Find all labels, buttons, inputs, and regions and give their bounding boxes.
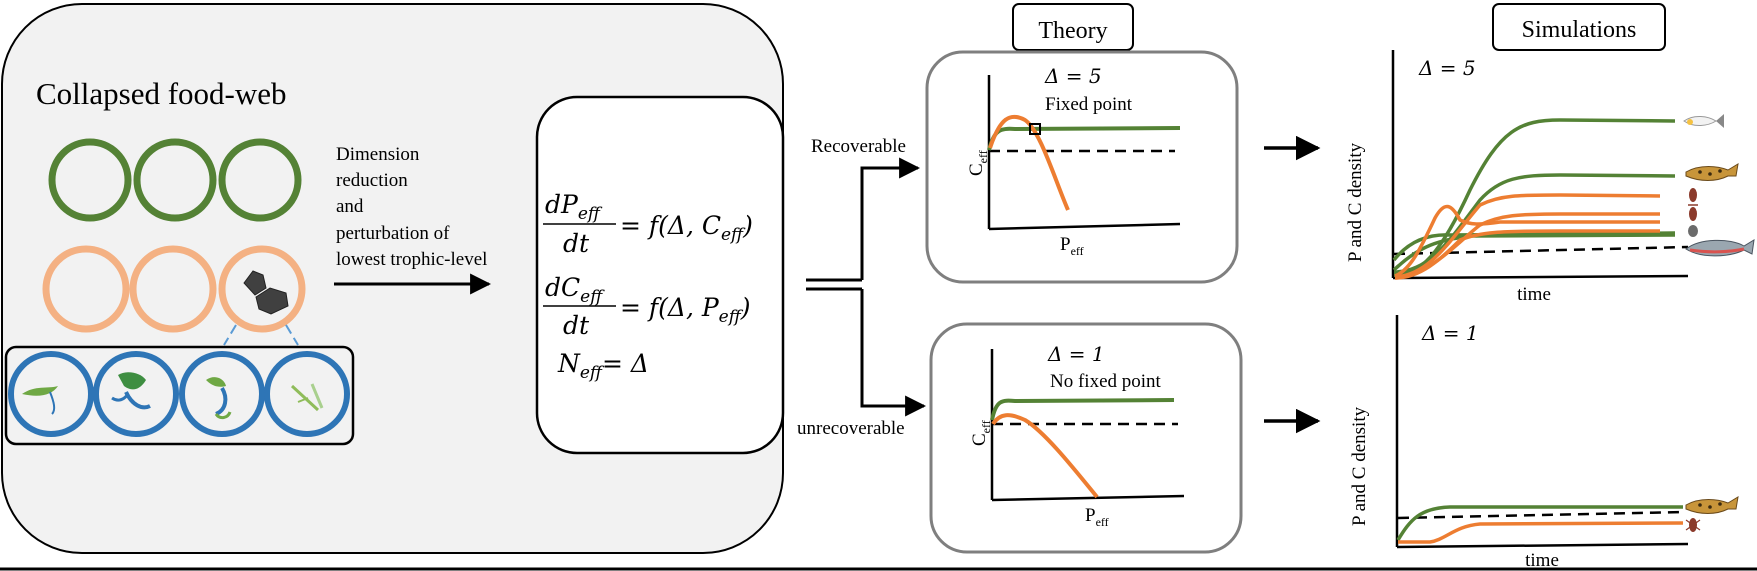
plant-icon bbox=[22, 386, 58, 415]
label-line: and bbox=[336, 196, 364, 217]
svg-text:dt: dt bbox=[563, 311, 590, 340]
green-node bbox=[218, 138, 302, 222]
theory-bottom-xlabel: Peff bbox=[1085, 505, 1109, 529]
plant-icon bbox=[206, 377, 232, 420]
theory-bottom-ylabel: Ceff bbox=[969, 420, 993, 446]
theory-header-box bbox=[1012, 3, 1134, 51]
collapse-connector bbox=[223, 324, 299, 346]
producer-curve bbox=[1394, 229, 1660, 280]
label-line: perturbation of bbox=[336, 223, 450, 244]
svg-text:= f(Δ, Ceff): = f(Δ, Ceff) bbox=[620, 211, 753, 245]
svg-text:dCeff: dCeff bbox=[545, 273, 605, 307]
equation-3: Neff= Δ bbox=[557, 349, 649, 383]
orange-node bbox=[42, 245, 130, 333]
svg-text:dPeff: dPeff bbox=[545, 190, 603, 224]
pebble-icon bbox=[243, 270, 289, 315]
blue-node bbox=[8, 351, 94, 437]
sim-bottom-delta: Δ = 1 bbox=[1421, 321, 1479, 345]
theory-header: Theory bbox=[1038, 18, 1107, 44]
producer-curve bbox=[988, 114, 1070, 211]
lowest-trophic-box bbox=[4, 345, 355, 446]
fixed-point-marker bbox=[1029, 123, 1041, 135]
recoverable-label: Recoverable bbox=[811, 136, 906, 157]
sim-bottom-ylabel: P and C density bbox=[1349, 406, 1370, 526]
svg-text:Neff= Δ: Neff= Δ bbox=[557, 349, 649, 383]
theory-top-note: Fixed point bbox=[1045, 94, 1133, 115]
dimension-reduction-label: Dimension reduction and perturbation of … bbox=[336, 144, 487, 270]
catfish-icon bbox=[1685, 163, 1739, 181]
green-node bbox=[133, 138, 217, 222]
producer-curve bbox=[1398, 521, 1684, 544]
fish-icon bbox=[1683, 114, 1724, 128]
lowest-trophic-level bbox=[8, 351, 350, 437]
sim-bottom-xlabel: time bbox=[1525, 550, 1559, 571]
sim-top-curves bbox=[1392, 118, 1676, 280]
consumer-curve bbox=[1396, 505, 1683, 541]
equation-2: dCeff dt = f(Δ, Peff) bbox=[543, 273, 751, 340]
green-node bbox=[48, 138, 132, 222]
label-line: reduction bbox=[336, 170, 408, 191]
threshold-line bbox=[1393, 245, 1689, 256]
svg-text:dt: dt bbox=[563, 229, 590, 258]
blue-node bbox=[264, 351, 350, 437]
theory-bottom-note: No fixed point bbox=[1050, 371, 1162, 392]
unrecoverable-label: unrecoverable bbox=[797, 418, 905, 439]
blue-node bbox=[93, 351, 179, 437]
producer-curve bbox=[991, 413, 1099, 499]
branch-connector bbox=[806, 157, 927, 417]
theory-bottom-delta: Δ = 1 bbox=[1047, 342, 1105, 366]
sim-top-delta: Δ = 5 bbox=[1418, 56, 1476, 80]
catfish-icon bbox=[1685, 496, 1739, 514]
plant-icon bbox=[111, 372, 151, 410]
theory-top-ylabel: Ceff bbox=[966, 150, 990, 176]
sim-top-ylabel: P and C density bbox=[1345, 142, 1366, 262]
orange-node bbox=[129, 245, 217, 333]
plant-icon bbox=[290, 383, 324, 412]
threshold-line bbox=[1397, 510, 1685, 520]
theory-top-xlabel: Peff bbox=[1060, 234, 1084, 258]
theory-bottom-panel bbox=[929, 322, 1243, 554]
insect-icon bbox=[1685, 518, 1701, 532]
simulations-header: Simulations bbox=[1522, 17, 1637, 43]
producer-curve bbox=[1394, 204, 1660, 278]
middle-trophic-level bbox=[42, 245, 306, 333]
sim-top-xlabel: time bbox=[1517, 284, 1551, 305]
trout-icon bbox=[1685, 239, 1755, 257]
equation-1: dPeff dt = f(Δ, Ceff) bbox=[543, 190, 753, 258]
orange-node bbox=[218, 245, 306, 333]
insect-icon bbox=[1688, 188, 1698, 237]
equations-box bbox=[535, 95, 785, 455]
theory-top-delta: Δ = 5 bbox=[1044, 64, 1102, 88]
food-web-title: Collapsed food-web bbox=[36, 76, 287, 111]
top-trophic-level bbox=[48, 138, 302, 222]
label-line: Dimension bbox=[336, 144, 420, 165]
blue-node bbox=[179, 351, 265, 437]
producer-curve bbox=[1394, 193, 1661, 279]
label-line: lowest trophic-level bbox=[336, 249, 487, 270]
consumer-curve bbox=[1393, 173, 1676, 274]
svg-text:= f(Δ, Peff): = f(Δ, Peff) bbox=[620, 293, 751, 327]
simulations-header-box bbox=[1492, 3, 1666, 51]
sim-bottom-axes bbox=[1395, 315, 1689, 549]
consumer-curve bbox=[990, 398, 1175, 421]
sim-top-axes bbox=[1391, 50, 1689, 280]
